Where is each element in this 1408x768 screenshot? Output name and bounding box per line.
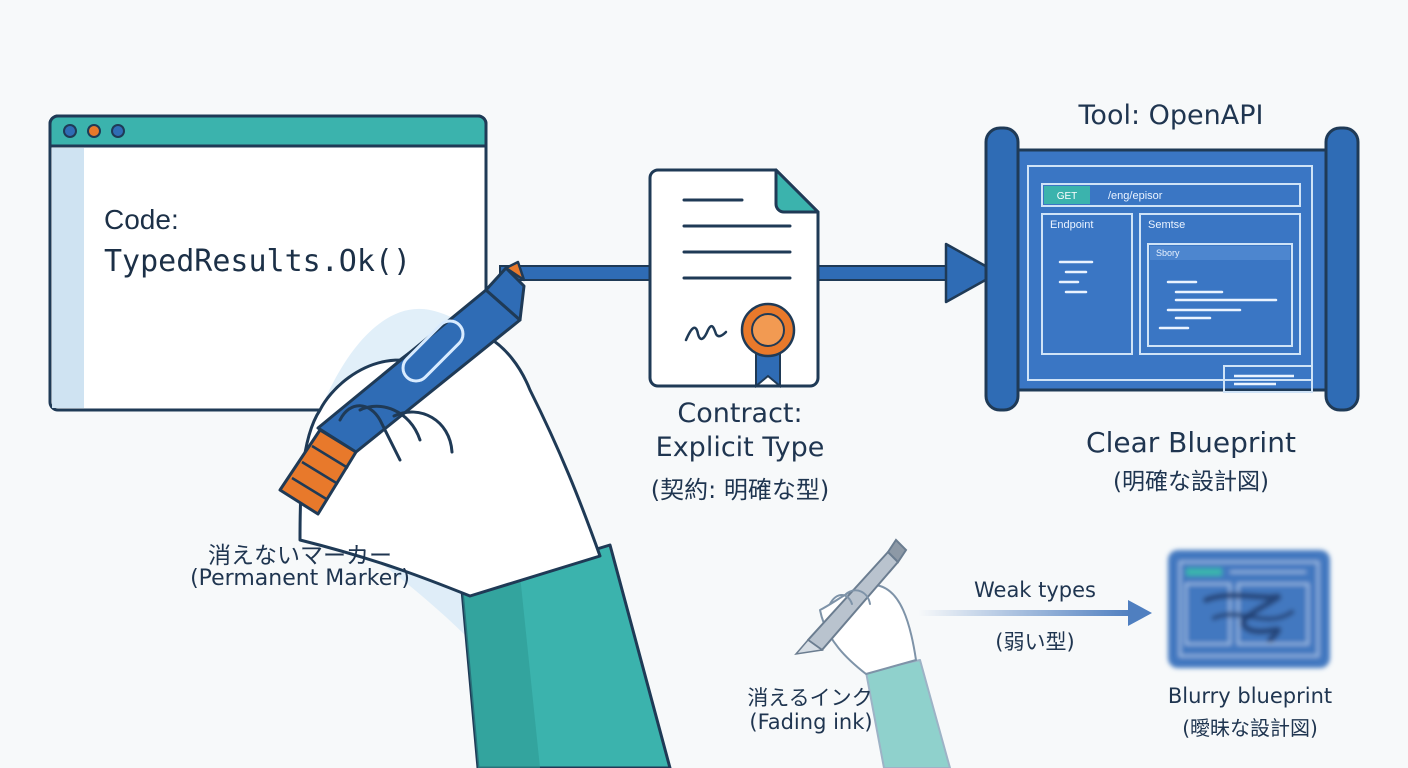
fading-pen-icon bbox=[794, 538, 908, 656]
hand-with-marker-illustration bbox=[278, 260, 672, 768]
weak-arrow bbox=[918, 600, 1152, 626]
blueprint-scroll-icon: GET /eng/episor Endpoint Semtse Sbory bbox=[984, 126, 1360, 412]
fading-ink-label-en: (Fading ink) bbox=[749, 710, 873, 734]
inner-panel-label: Sbory bbox=[1156, 248, 1180, 258]
code-label: Code: bbox=[104, 204, 179, 235]
window-dot-blue-icon bbox=[63, 124, 77, 138]
api-method-text: GET bbox=[1057, 191, 1078, 202]
contract-subtitle: Explicit Type bbox=[655, 432, 825, 463]
weak-types-label-ja: (弱い型) bbox=[995, 630, 1075, 654]
clear-blueprint-label: Clear Blueprint bbox=[1086, 426, 1296, 459]
permanent-marker-icon bbox=[278, 260, 526, 516]
contract-document-icon bbox=[648, 168, 820, 389]
blurry-blueprint-icon bbox=[1168, 550, 1330, 668]
hand-with-pen-illustration bbox=[794, 538, 951, 768]
window-dot-orange-icon bbox=[87, 124, 101, 138]
blurry-blueprint-label-ja: (曖昧な設計図) bbox=[1182, 716, 1318, 740]
blurry-blueprint-label: Blurry blueprint bbox=[1167, 684, 1333, 708]
clear-blueprint-label-ja: (明確な設計図) bbox=[1113, 469, 1269, 495]
tool-label: Tool: OpenAPI bbox=[1078, 100, 1264, 131]
schema-panel-label: Semtse bbox=[1148, 219, 1185, 231]
contract-title: Contract: bbox=[677, 398, 803, 429]
weak-types-label: Weak types bbox=[973, 578, 1096, 602]
fading-ink-label-ja: 消えるインク bbox=[747, 686, 873, 710]
seal-ribbon-icon bbox=[740, 302, 796, 389]
api-path-text: /eng/episor bbox=[1108, 190, 1163, 202]
marker-label-ja: 消えないマーカー bbox=[208, 543, 392, 569]
window-dot-blue2-icon bbox=[111, 124, 125, 138]
endpoint-panel-label: Endpoint bbox=[1050, 219, 1093, 231]
marker-label-en: (Permanent Marker) bbox=[190, 566, 410, 591]
contract-label-ja: (契約: 明確な型) bbox=[650, 476, 830, 504]
code-snippet: TypedResults.Ok() bbox=[104, 244, 412, 279]
